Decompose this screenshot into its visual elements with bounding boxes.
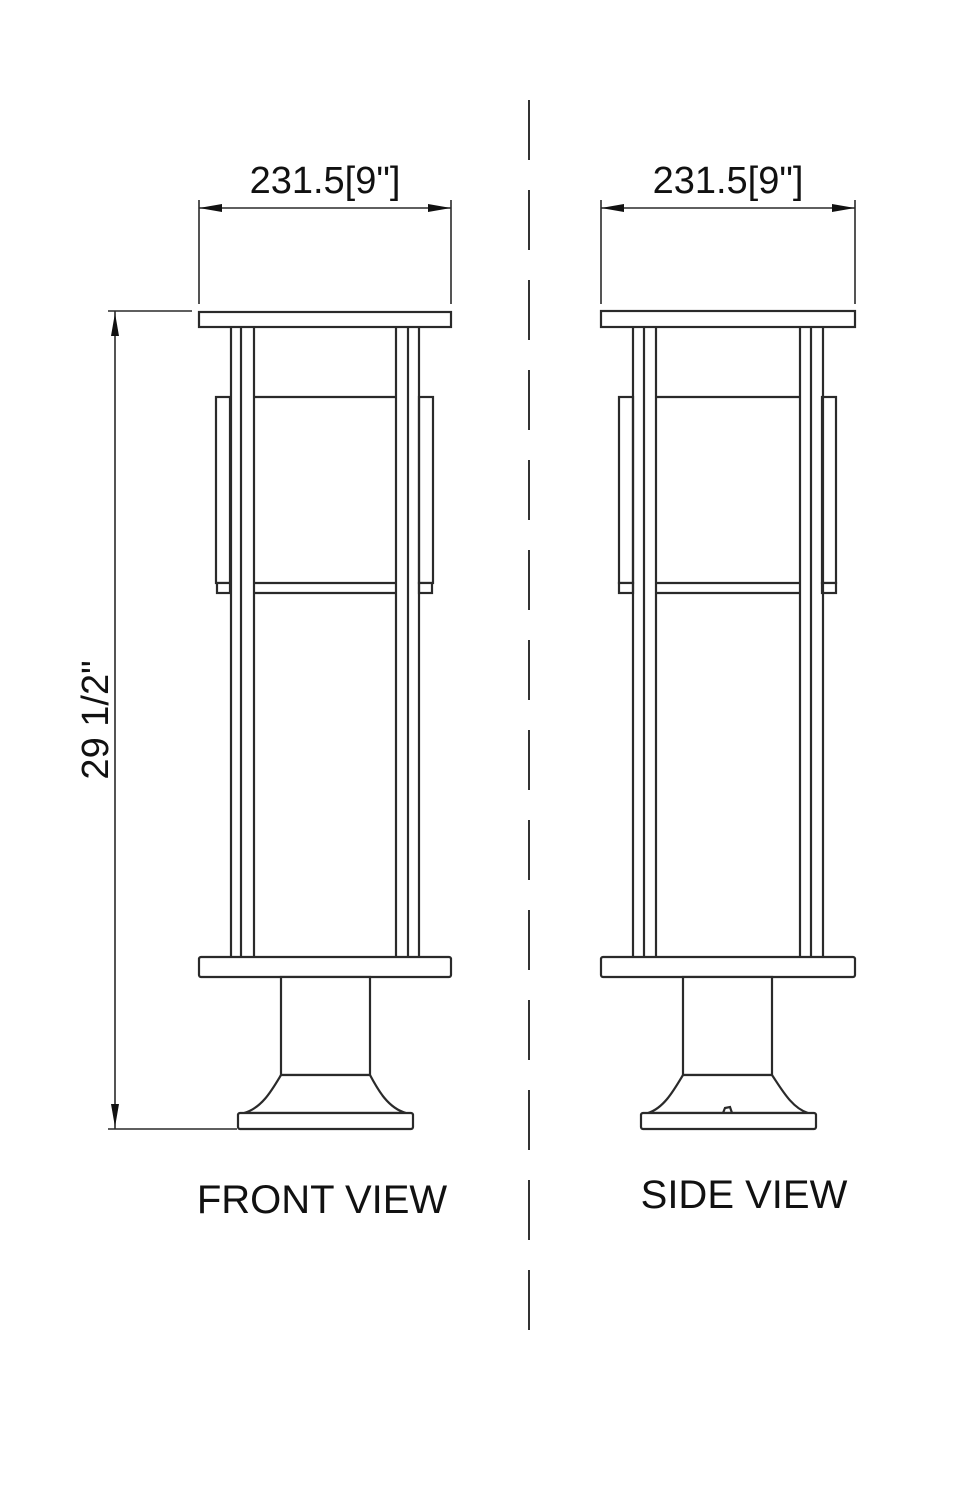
side-posts (631, 327, 825, 957)
front-left-panel-foot (215, 581, 232, 595)
front-top-cap (197, 310, 453, 329)
side-view: 231.5[9"] SIDE VIEW (599, 160, 857, 1217)
front-width-label: 231.5[9"] (250, 160, 401, 202)
front-column (279, 975, 372, 1077)
front-view: 231.5[9"] 29 1/2" (75, 160, 453, 1222)
side-base-plate (639, 1111, 818, 1131)
side-column (681, 975, 774, 1077)
front-flared-base (243, 1073, 407, 1115)
side-left-panel (617, 395, 635, 585)
side-set-screw (721, 1105, 734, 1114)
front-view-label: FRONT VIEW (197, 1178, 448, 1222)
front-posts (229, 327, 421, 957)
front-width-dimension: 231.5[9"] (198, 160, 452, 304)
front-left-panel (214, 395, 232, 585)
front-height-dimension: 29 1/2" (75, 310, 237, 1130)
front-height-label: 29 1/2" (75, 660, 117, 779)
side-view-label: SIDE VIEW (641, 1173, 848, 1217)
front-base-plate (236, 1111, 415, 1131)
side-left-panel-foot (617, 581, 635, 595)
front-right-panel (417, 395, 435, 585)
side-width-label: 231.5[9"] (653, 160, 804, 202)
side-bottom-plate (599, 955, 857, 979)
side-width-dimension: 231.5[9"] (600, 160, 856, 304)
front-right-panel-foot (417, 581, 434, 595)
side-top-cap (599, 309, 857, 329)
front-bottom-plate (197, 955, 453, 979)
